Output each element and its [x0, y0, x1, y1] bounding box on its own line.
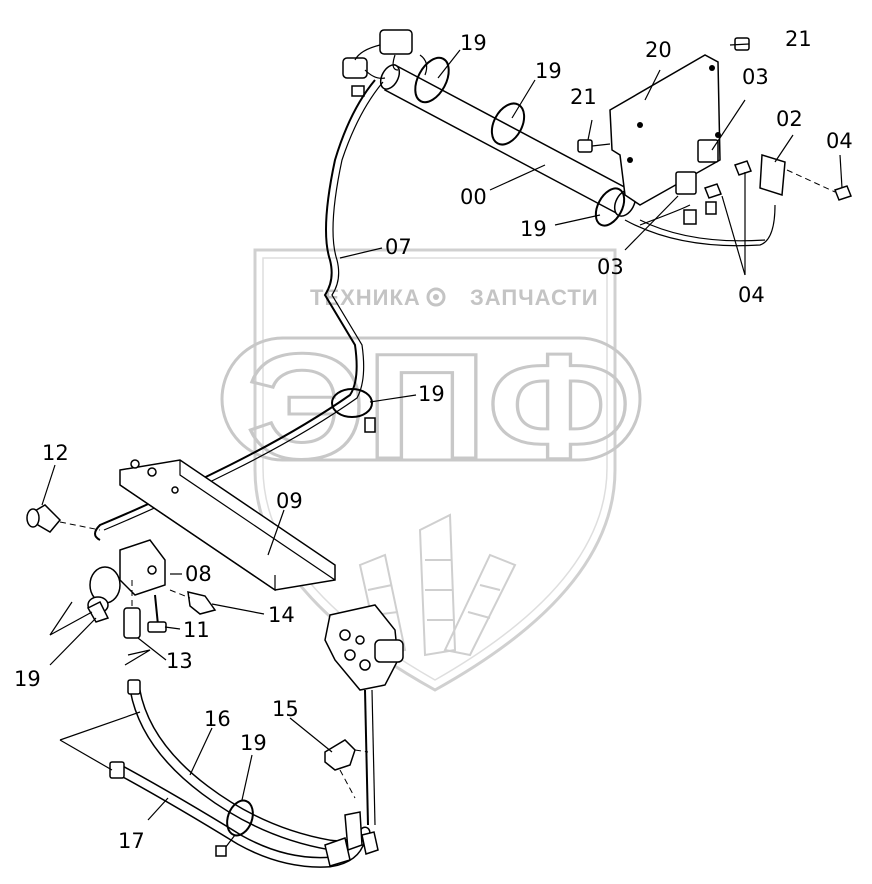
label-04-bottom: 04 — [738, 283, 765, 307]
bolt-11 — [147, 594, 167, 633]
part-labels: 19 21 20 19 03 21 02 04 00 19 03 07 04 1… — [14, 27, 853, 853]
leader-lines — [41, 43, 843, 821]
label-04-right: 04 — [826, 129, 853, 153]
top-connector-cluster — [342, 29, 428, 97]
label-19-hose: 19 — [240, 731, 267, 755]
clamp-19-bottom — [215, 799, 254, 857]
label-19-top: 19 — [460, 31, 487, 55]
label-08: 08 — [185, 562, 212, 586]
bolts-21 — [577, 37, 750, 153]
clamp-19-top — [414, 56, 626, 227]
relays-03 — [675, 139, 719, 225]
watermark-logo: ТЕХНИКА ЗАПЧАСТИ ЭПФ — [220, 248, 642, 692]
label-03-top: 03 — [742, 65, 769, 89]
label-00: 00 — [460, 185, 487, 209]
label-19-mid: 19 — [535, 59, 562, 83]
elbow-fitting-15 — [324, 739, 369, 799]
label-19-bar: 19 — [520, 217, 547, 241]
screws-04 — [704, 160, 852, 201]
label-11: 11 — [183, 618, 210, 642]
adapter-13 — [123, 580, 141, 639]
watermark-wheat-icon — [358, 513, 517, 657]
label-21-left: 21 — [570, 85, 597, 109]
clamp-19-left — [86, 600, 110, 623]
label-13: 13 — [166, 649, 193, 673]
label-21-top: 21 — [785, 27, 812, 51]
label-19-left: 19 — [14, 667, 41, 691]
pressure-switch-14 — [169, 589, 217, 615]
hose-fittings — [324, 811, 379, 867]
label-16: 16 — [204, 707, 231, 731]
label-02: 02 — [776, 107, 803, 131]
watermark-gear-icon — [426, 287, 446, 307]
label-12: 12 — [42, 441, 69, 465]
elbow-fitting-12 — [26, 504, 101, 533]
bracket-wires — [624, 204, 776, 247]
harness-wire-07 — [94, 79, 384, 541]
mounting-rail-09 — [119, 459, 336, 592]
label-07: 07 — [385, 235, 412, 259]
label-15: 15 — [272, 697, 299, 721]
label-03-bottom: 03 — [597, 255, 624, 279]
switch-02 — [759, 154, 786, 196]
label-17: 17 — [118, 829, 145, 853]
watermark-logo-letters: ЭПФ — [246, 322, 631, 490]
label-09: 09 — [276, 489, 303, 513]
label-14: 14 — [268, 603, 295, 627]
label-19-wire: 19 — [418, 382, 445, 406]
bracket-plate-20 — [609, 54, 721, 206]
control-valve — [324, 604, 404, 826]
watermark-brand-right: ЗАПЧАСТИ — [470, 285, 599, 310]
label-20: 20 — [645, 38, 672, 62]
